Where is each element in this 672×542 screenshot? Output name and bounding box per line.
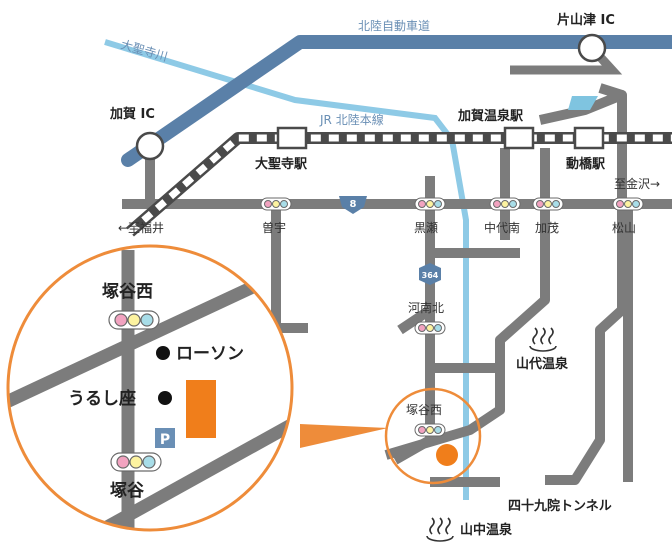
signal-sou: [260, 197, 292, 211]
hot-spring-icon: [529, 327, 557, 352]
daishoji-station-label: 大聖寺駅: [255, 156, 308, 172]
signal-kamo: [532, 197, 564, 211]
signal-matsuyama: [612, 197, 644, 211]
expressway-label: 北陸自動車道: [358, 19, 430, 33]
kaga-ic-label: 加賀 IC: [109, 106, 155, 122]
signal-tsukaya-nishi: [414, 423, 446, 437]
kaga-ic-marker: [135, 131, 165, 161]
inset-lawson-label: ローソン: [176, 344, 244, 364]
kaga-onsen-station-marker: [503, 126, 535, 150]
signal-nakadainan: [489, 197, 521, 211]
inset-tsukaya-nishi-label: 塚谷西: [102, 282, 153, 302]
pond: [568, 96, 598, 110]
signal-kurose: [414, 197, 446, 211]
kamo-label: 加茂: [535, 221, 559, 235]
kaga-onsen-station-label: 加賀温泉駅: [457, 108, 524, 124]
yamanaka-onsen-label: 山中温泉: [460, 522, 513, 538]
urushiza-marker: [158, 391, 172, 405]
hokuriku-expressway: [121, 35, 672, 167]
destination-building: [186, 380, 216, 438]
inset-signal-tsukaya: [110, 452, 162, 472]
dobashi-station-label: 動橋駅: [566, 156, 606, 172]
shijukuin-tunnel-label: 四十九院トンネル: [508, 498, 612, 514]
signals: [260, 197, 644, 437]
inset-map: P 塚谷西 ローソン うるし座 塚谷: [6, 244, 294, 532]
jr-line-label: JR 北陸本線: [319, 112, 384, 127]
tsukaya-nishi-label: 塚谷西: [406, 403, 442, 417]
sou-label: 曽宇: [262, 220, 286, 235]
to-fukui-label: ←至福井: [118, 220, 164, 235]
route8-shield: 8: [339, 196, 367, 214]
route8-label: 8: [350, 199, 357, 210]
river-label: 大聖寺川: [119, 37, 169, 64]
parking-icon: P: [155, 428, 175, 448]
route364-shield: 364: [419, 263, 441, 285]
to-kanazawa-label: 至金沢→: [614, 176, 660, 191]
kurose-label: 黒瀬: [414, 221, 438, 235]
svg-text:P: P: [160, 432, 170, 448]
daishoji-station-marker: [276, 126, 308, 150]
inset-tsukaya-label: 塚谷: [110, 481, 145, 501]
inset-callout: [300, 424, 388, 448]
yamashiro-onsen-label: 山代温泉: [516, 356, 569, 372]
inset-signal-tsukaya-nishi: [108, 310, 160, 330]
signal-kawaminami-kita: [414, 321, 446, 335]
route364-label: 364: [422, 271, 439, 280]
nakadainan-label: 中代南: [484, 220, 520, 235]
destination-marker: [436, 444, 458, 466]
hot-spring-icon: [426, 517, 454, 542]
matsuyama-label: 松山: [612, 221, 636, 235]
jr-hokuriku-line: [126, 132, 672, 237]
dobashi-station-marker: [573, 126, 605, 150]
katayamazu-ic-marker: [577, 33, 607, 63]
lawson-marker: [156, 346, 170, 360]
kawaminami-kita-label: 河南北: [408, 300, 444, 315]
inset-urushiza-label: うるし座: [68, 388, 136, 409]
inset-focus-circle: [384, 387, 482, 485]
katayamazu-ic-label: 片山津 IC: [557, 12, 615, 28]
daishoji-river: [104, 39, 469, 500]
